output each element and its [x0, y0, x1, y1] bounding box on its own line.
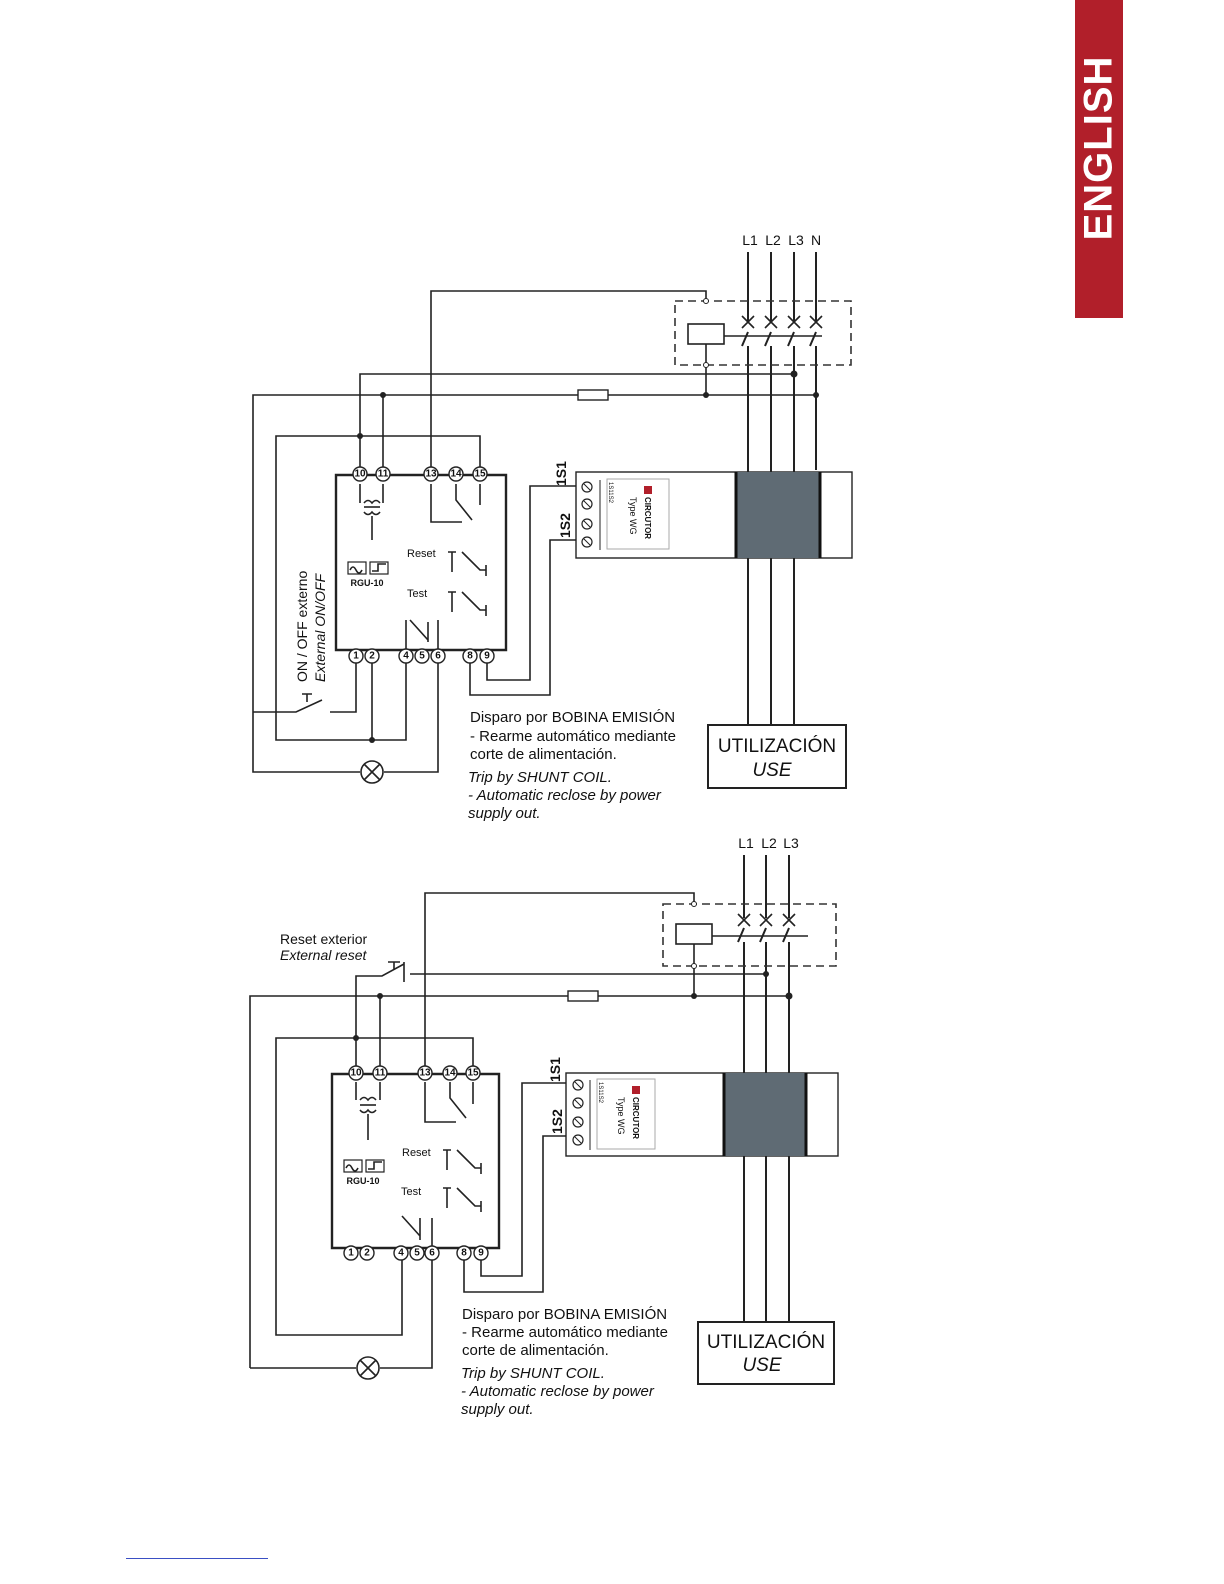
phase-lines-bottom [712, 855, 808, 1322]
relay-rgu10-bottom [330, 1072, 501, 1250]
note-es-line2: - Rearme automático mediante [470, 728, 676, 745]
note-es-title: Disparo por BOBINA EMISIÓN [462, 1306, 667, 1323]
load-label-en: USE [742, 1355, 781, 1376]
terminal-8: 8 [461, 1248, 467, 1259]
terminal-4: 4 [403, 651, 409, 662]
terminal-10: 10 [350, 1068, 362, 1079]
relay-rgu10-top [334, 473, 508, 652]
relay-terminals-top: 10 11 13 14 15 [348, 1065, 481, 1081]
wire-label-1s1: 1S1 [547, 1057, 563, 1082]
note-es-title: Disparo por BOBINA EMISIÓN [470, 709, 675, 726]
phase-label-l3: L3 [788, 232, 804, 248]
wire-label-1s2: 1S2 [557, 513, 573, 538]
phase-label-l2: L2 [761, 835, 777, 851]
shunt-coil-bottom [675, 923, 713, 945]
note-es-line3: corte de alimentación. [462, 1342, 609, 1359]
terminal-9: 9 [478, 1248, 484, 1259]
fuse-bottom [567, 990, 599, 1002]
wire-label-1s2: 1S2 [549, 1109, 565, 1134]
note-en-title: Trip by SHUNT COIL. [461, 1365, 605, 1382]
terminal-13: 13 [425, 469, 437, 480]
terminal-5: 5 [414, 1248, 420, 1259]
ct-brand-label: CIRCUTOR [631, 1097, 640, 1139]
load-box-bottom [697, 1321, 835, 1385]
terminal-2: 2 [364, 1248, 370, 1259]
load-label-es: UTILIZACIÓN [707, 1331, 825, 1353]
load-box-top [707, 724, 847, 789]
terminal-6: 6 [435, 651, 441, 662]
load-label-es: UTILIZACIÓN [718, 735, 836, 757]
breaker-enclosure-top [674, 300, 852, 366]
reset-label-en: External reset [280, 947, 367, 963]
ct-terminal-code: 1S11S2 [607, 482, 613, 504]
phase-label-l3: L3 [783, 835, 799, 851]
relay-terminals-bottom: 1 2 4 5 6 8 9 [348, 648, 495, 664]
ct-type-label: Type WG [628, 497, 638, 535]
terminal-13: 13 [419, 1068, 431, 1079]
relay-terminals-bottom: 1 2 4 5 6 8 9 [343, 1245, 489, 1261]
terminal-14: 14 [450, 469, 462, 480]
relay-test-label: Test [401, 1186, 421, 1198]
terminal-1: 1 [353, 651, 359, 662]
ct-type-label: Type WG [616, 1097, 626, 1135]
terminal-14: 14 [444, 1068, 456, 1079]
relay-reset-label: Reset [402, 1147, 431, 1159]
terminal-11: 11 [375, 1068, 386, 1079]
control-wiring-bottom [249, 892, 793, 1380]
terminal-15: 15 [474, 469, 486, 480]
current-transformer-top [575, 471, 853, 559]
language-tab[interactable]: ENGLISH [1075, 0, 1123, 318]
note-en-line3: supply out. [461, 1401, 534, 1418]
phase-label-n: N [811, 232, 821, 248]
terminal-10: 10 [354, 469, 366, 480]
note-en-line3: supply out. [468, 805, 541, 822]
fuse-top [577, 389, 609, 401]
note-en-title: Trip by SHUNT COIL. [468, 769, 612, 786]
load-label-en: USE [752, 760, 791, 781]
terminal-15: 15 [467, 1068, 479, 1079]
note-en-line2: - Automatic reclose by power [461, 1383, 655, 1400]
control-wiring-top [252, 290, 819, 784]
note-es-line2: - Rearme automático mediante [462, 1324, 668, 1341]
note-en-line2: - Automatic reclose by power [468, 787, 662, 804]
diagram-bottom: L1 L2 L3 [249, 835, 839, 1418]
wire-label-1s1: 1S1 [553, 461, 569, 486]
shunt-coil-top [687, 323, 725, 345]
switch-label-es: ON / OFF externo [294, 571, 310, 682]
terminal-9: 9 [484, 651, 490, 662]
reset-label-es: Reset exterior [280, 931, 367, 947]
relay-test-label: Test [407, 588, 427, 600]
relay-reset-label: Reset [407, 548, 436, 560]
switch-label-en: External ON/OFF [312, 572, 328, 682]
ct-brand-label: CIRCUTOR [643, 497, 652, 539]
terminal-4: 4 [398, 1248, 404, 1259]
phase-label-l2: L2 [765, 232, 781, 248]
relay-terminals-top: 10 11 13 14 15 [352, 466, 488, 482]
terminal-1: 1 [348, 1248, 354, 1259]
diagram-top: L1 L2 L3 N [252, 232, 853, 822]
terminal-5: 5 [419, 651, 425, 662]
terminal-8: 8 [467, 651, 473, 662]
relay-model-label: RGU-10 [350, 578, 383, 588]
ct-terminal-code: 1S11S2 [597, 1082, 603, 1104]
terminal-2: 2 [369, 651, 375, 662]
phase-label-l1: L1 [742, 232, 758, 248]
footnote-rule [126, 1558, 268, 1559]
note-es-line3: corte de alimentación. [470, 746, 617, 763]
terminal-6: 6 [429, 1248, 435, 1259]
phase-label-l1: L1 [738, 835, 754, 851]
current-transformer-bottom [565, 1072, 839, 1157]
terminal-11: 11 [378, 469, 389, 480]
relay-model-label: RGU-10 [346, 1176, 379, 1186]
